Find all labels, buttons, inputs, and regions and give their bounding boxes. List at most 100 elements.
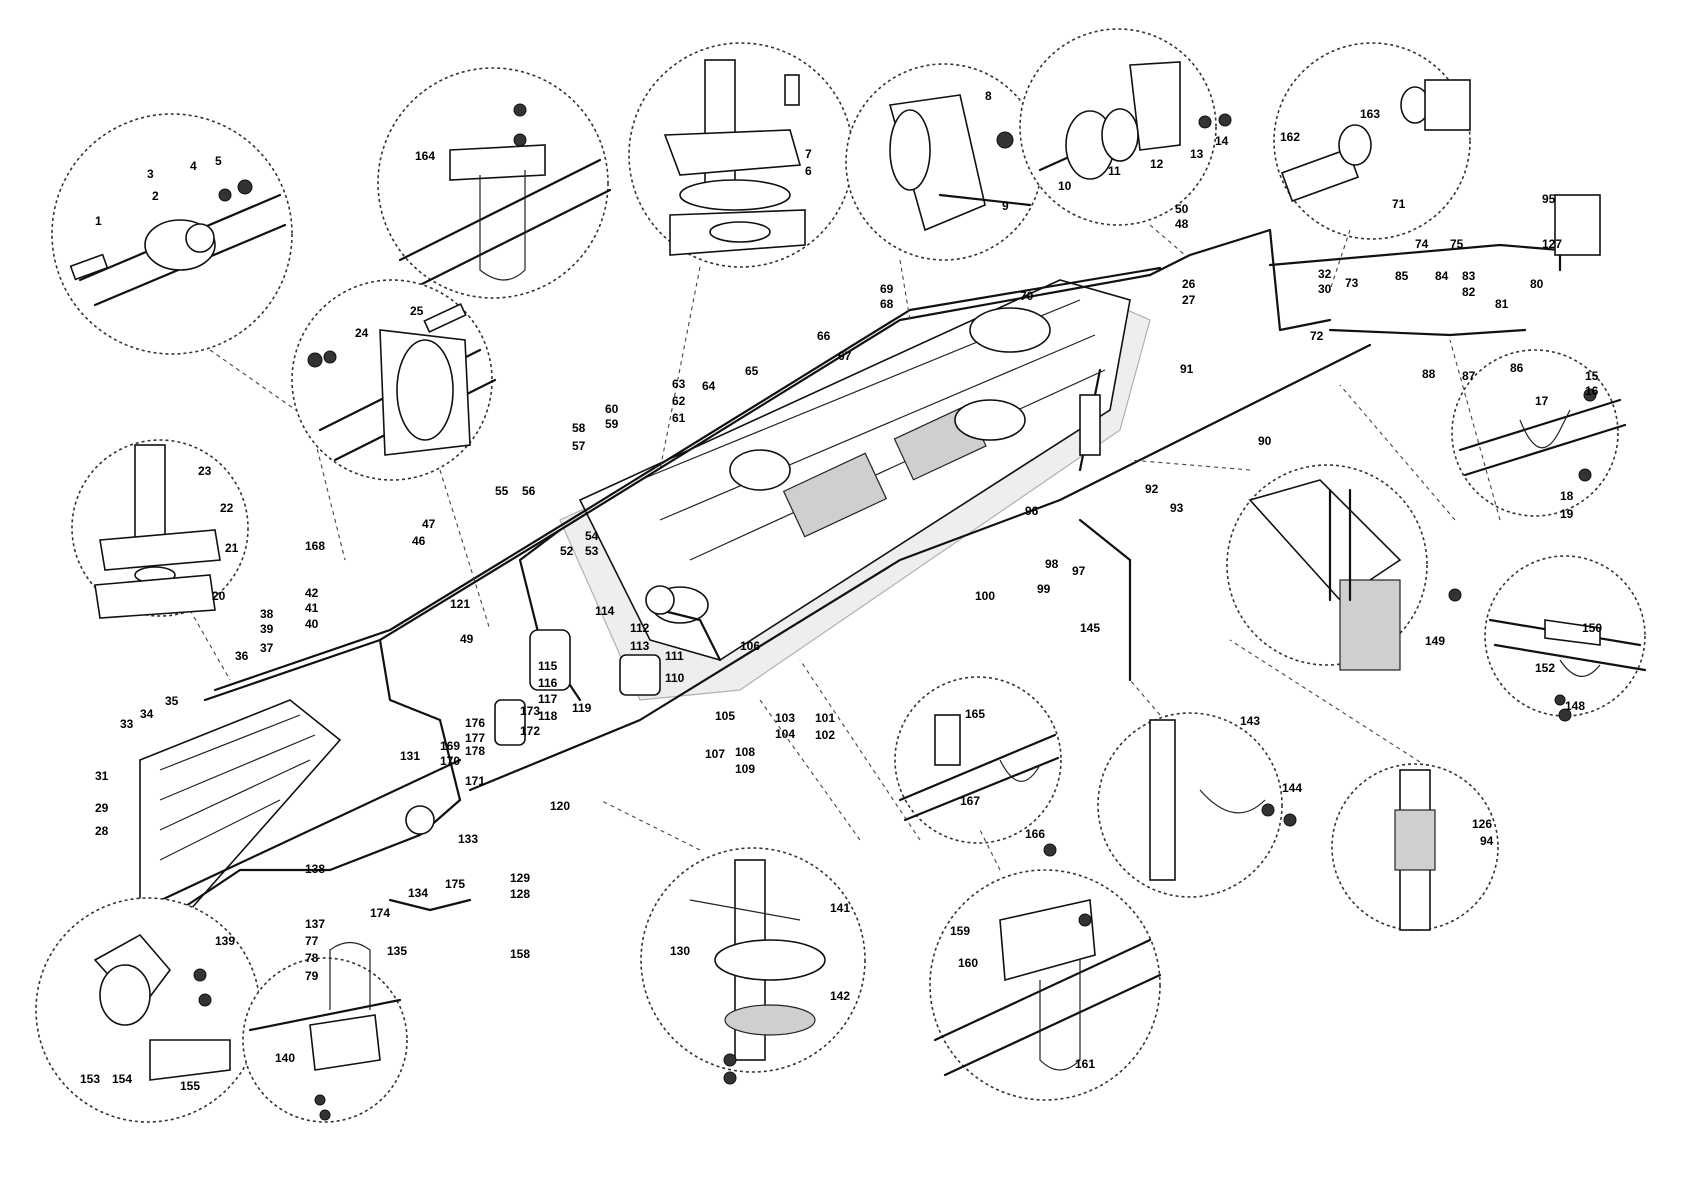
part-label-55: 55 bbox=[495, 484, 509, 498]
part-label-74: 74 bbox=[1415, 237, 1429, 251]
part-label-163: 163 bbox=[1360, 107, 1380, 121]
part-label-111: 111 bbox=[665, 649, 684, 663]
part-label-174: 174 bbox=[370, 906, 390, 920]
part-label-34: 34 bbox=[140, 707, 154, 721]
part-label-121: 121 bbox=[450, 597, 470, 611]
part-label-172: 172 bbox=[520, 724, 540, 738]
part-label-33: 33 bbox=[120, 717, 134, 731]
valves-and-tanks bbox=[405, 194, 1601, 835]
part-label-127: 127 bbox=[1542, 237, 1562, 251]
part-label-27: 27 bbox=[1182, 293, 1196, 307]
part-label-61: 61 bbox=[672, 411, 686, 425]
part-label-5: 5 bbox=[215, 154, 222, 168]
part-label-109: 109 bbox=[735, 762, 755, 776]
part-label-104: 104 bbox=[775, 727, 795, 741]
part-label-6: 6 bbox=[805, 164, 812, 178]
part-label-14: 14 bbox=[1215, 134, 1229, 148]
part-label-162: 162 bbox=[1280, 130, 1300, 144]
part-label-118: 118 bbox=[538, 709, 558, 723]
part-label-154: 154 bbox=[112, 1072, 132, 1086]
part-label-28: 28 bbox=[95, 824, 109, 838]
part-label-94: 94 bbox=[1480, 834, 1494, 848]
part-label-170: 170 bbox=[440, 754, 460, 768]
part-label-106: 106 bbox=[740, 639, 760, 653]
part-label-36: 36 bbox=[235, 649, 249, 663]
part-label-3: 3 bbox=[147, 167, 154, 181]
part-label-141: 141 bbox=[830, 901, 850, 915]
part-label-112: 112 bbox=[630, 621, 650, 635]
part-label-102: 102 bbox=[815, 728, 835, 742]
part-label-32: 32 bbox=[1318, 267, 1332, 281]
part-label-142: 142 bbox=[830, 989, 850, 1003]
part-label-24: 24 bbox=[355, 326, 369, 340]
part-label-2: 2 bbox=[152, 189, 159, 203]
part-label-114: 114 bbox=[595, 604, 615, 618]
part-label-66: 66 bbox=[817, 329, 831, 343]
part-label-75: 75 bbox=[1450, 237, 1464, 251]
part-label-160: 160 bbox=[958, 956, 978, 970]
detail-callouts bbox=[35, 28, 1647, 1123]
part-label-97: 97 bbox=[1072, 564, 1086, 578]
part-label-46: 46 bbox=[412, 534, 426, 548]
part-label-91: 91 bbox=[1180, 362, 1194, 376]
engine-block bbox=[559, 279, 1151, 701]
part-label-128: 128 bbox=[510, 887, 530, 901]
part-label-80: 80 bbox=[1530, 277, 1544, 291]
part-label-107: 107 bbox=[705, 747, 725, 761]
part-label-90: 90 bbox=[1258, 434, 1272, 448]
part-label-99: 99 bbox=[1037, 582, 1051, 596]
part-label-52: 52 bbox=[560, 544, 574, 558]
part-label-113: 113 bbox=[630, 639, 650, 653]
part-label-131: 131 bbox=[400, 749, 420, 763]
part-label-78: 78 bbox=[305, 951, 319, 965]
part-label-23: 23 bbox=[198, 464, 212, 478]
part-label-129: 129 bbox=[510, 871, 530, 885]
part-label-18: 18 bbox=[1560, 489, 1574, 503]
part-label-20: 20 bbox=[212, 589, 226, 603]
part-label-169: 169 bbox=[440, 739, 460, 753]
part-label-4: 4 bbox=[190, 159, 197, 173]
part-label-57: 57 bbox=[572, 439, 586, 453]
part-label-70: 70 bbox=[1020, 289, 1034, 303]
part-label-167: 167 bbox=[960, 794, 980, 808]
part-label-138: 138 bbox=[305, 862, 325, 876]
part-label-48: 48 bbox=[1175, 217, 1189, 231]
part-label-49: 49 bbox=[460, 632, 474, 646]
part-label-119: 119 bbox=[572, 701, 592, 715]
part-label-105: 105 bbox=[715, 709, 735, 723]
part-label-37: 37 bbox=[260, 641, 274, 655]
part-label-161: 161 bbox=[1075, 1057, 1095, 1071]
part-label-93: 93 bbox=[1170, 501, 1184, 515]
part-label-73: 73 bbox=[1345, 276, 1359, 290]
part-label-41: 41 bbox=[305, 601, 319, 615]
part-label-177: 177 bbox=[465, 731, 485, 745]
part-label-11: 11 bbox=[1108, 164, 1121, 178]
part-label-164: 164 bbox=[415, 149, 435, 163]
part-label-31: 31 bbox=[95, 769, 109, 783]
part-label-165: 165 bbox=[965, 707, 985, 721]
part-label-149: 149 bbox=[1425, 634, 1445, 648]
part-label-64: 64 bbox=[702, 379, 716, 393]
part-label-120: 120 bbox=[550, 799, 570, 813]
part-label-98: 98 bbox=[1045, 557, 1059, 571]
part-label-134: 134 bbox=[408, 886, 428, 900]
part-label-176: 176 bbox=[465, 716, 485, 730]
part-label-21: 21 bbox=[225, 541, 239, 555]
part-label-40: 40 bbox=[305, 617, 319, 631]
part-label-86: 86 bbox=[1510, 361, 1524, 375]
part-label-137: 137 bbox=[305, 917, 325, 931]
part-label-87: 87 bbox=[1462, 369, 1476, 383]
part-label-116: 116 bbox=[538, 676, 558, 690]
part-label-171: 171 bbox=[465, 774, 485, 788]
part-label-168: 168 bbox=[305, 539, 325, 553]
part-label-110: 110 bbox=[665, 671, 685, 685]
part-label-82: 82 bbox=[1462, 285, 1476, 299]
part-label-65: 65 bbox=[745, 364, 759, 378]
part-label-60: 60 bbox=[605, 402, 619, 416]
part-label-130: 130 bbox=[670, 944, 690, 958]
part-label-126: 126 bbox=[1472, 817, 1492, 831]
part-label-166: 166 bbox=[1025, 827, 1045, 841]
part-label-47: 47 bbox=[422, 517, 436, 531]
part-label-148: 148 bbox=[1565, 699, 1585, 713]
